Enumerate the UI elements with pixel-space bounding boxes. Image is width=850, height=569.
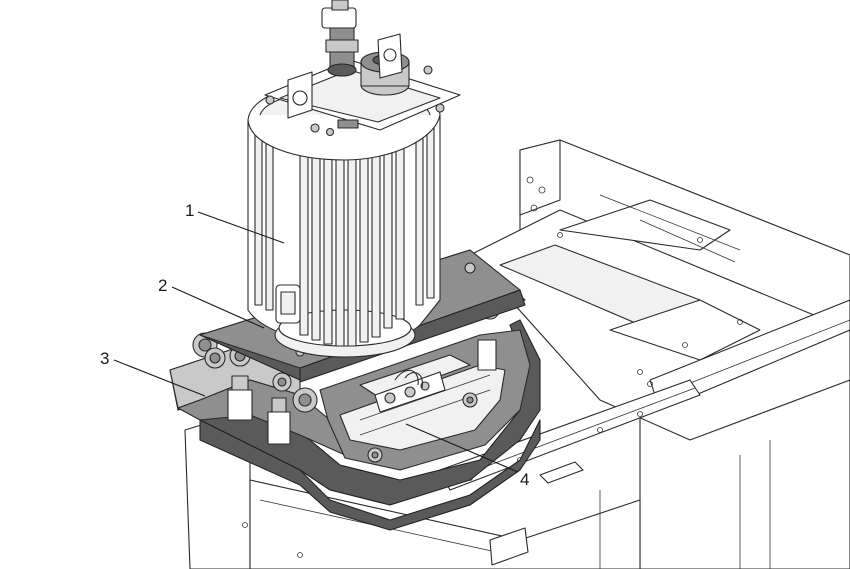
callout-1: 1 <box>185 201 285 244</box>
part-1-motor <box>247 0 461 358</box>
callouts: 1 2 3 4 <box>100 201 529 489</box>
callout-label-3: 3 <box>100 349 109 368</box>
callout-3: 3 <box>100 349 206 397</box>
leader-line-3 <box>113 359 206 397</box>
callout-label-4: 4 <box>520 470 529 489</box>
machine-frame <box>184 139 850 569</box>
callout-4: 4 <box>405 423 529 489</box>
part-4-inner-assembly <box>359 354 471 413</box>
leader-line-4 <box>405 423 519 473</box>
callout-label-2: 2 <box>158 276 167 295</box>
callout-2: 2 <box>158 276 265 329</box>
callout-label-1: 1 <box>185 201 194 220</box>
leader-line-2 <box>171 286 265 329</box>
leader-line-1 <box>197 211 285 244</box>
